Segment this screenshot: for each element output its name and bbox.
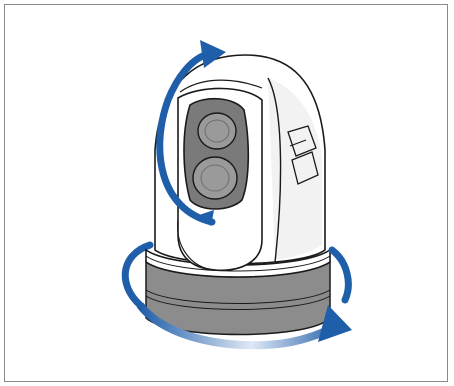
camera-body [155, 55, 325, 270]
upper-lens [198, 113, 236, 149]
lower-lens [193, 157, 237, 199]
